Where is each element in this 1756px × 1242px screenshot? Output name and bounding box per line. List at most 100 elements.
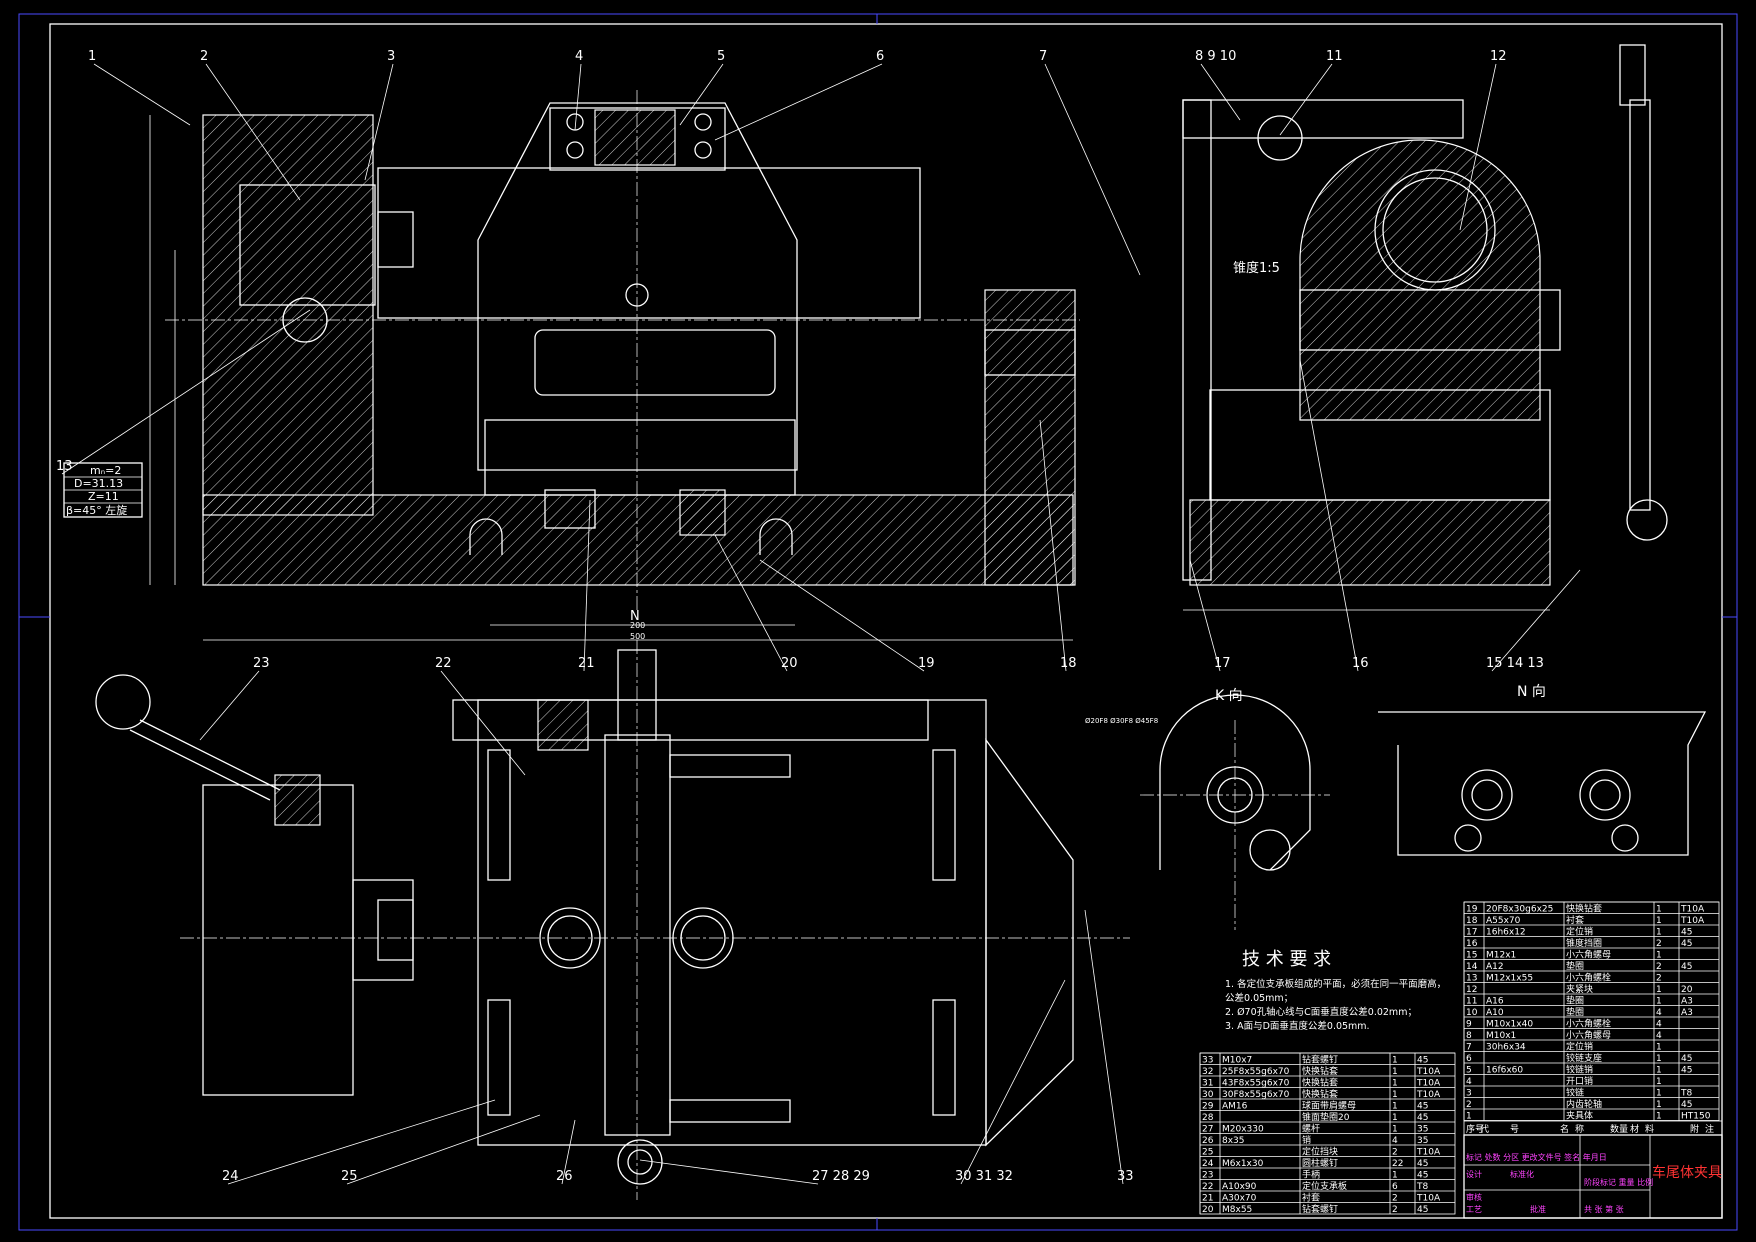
bom-cell: 1: [1656, 985, 1662, 995]
bom-header-cell: 注: [1705, 1123, 1714, 1135]
bom-cell: 20F8x30g6x25: [1486, 905, 1553, 915]
balloon-label: 2: [200, 49, 208, 64]
bom-cell: 18: [1466, 916, 1478, 926]
bom-cell: M10x7: [1222, 1056, 1252, 1066]
bom-cell: T8: [1416, 1182, 1428, 1192]
bom-cell: 6: [1392, 1182, 1398, 1192]
bom-cell: T10A: [1416, 1090, 1441, 1100]
bom-cell: M10x1: [1486, 1031, 1516, 1041]
bom-header-cell: 称: [1575, 1123, 1584, 1135]
part-balloon-4: 4: [574, 49, 583, 131]
bom-cell: 销: [1302, 1134, 1311, 1146]
svg-text:D=31.13: D=31.13: [74, 477, 123, 490]
balloon-label: 5: [717, 49, 725, 64]
bom-cell: 16: [1466, 939, 1478, 949]
bom-cell: 30F8x55g6x70: [1222, 1090, 1290, 1100]
svg-text:1. 各定位支承板组成的平面，必须在同一平面磨高，: 1. 各定位支承板组成的平面，必须在同一平面磨高，: [1225, 978, 1446, 990]
bom-header-row: 序号代号名称数量材料附注: [1463, 1120, 1723, 1136]
bom-cell: 26: [1202, 1136, 1214, 1146]
bom-cell: 45: [1417, 1056, 1428, 1066]
balloon-label: 22: [435, 656, 452, 671]
bom-cell: 1: [1392, 1056, 1398, 1066]
bom-cell: 30h6x34: [1486, 1043, 1526, 1053]
bom-cell: 9: [1466, 1020, 1472, 1030]
bom-cell: M8x55: [1222, 1205, 1252, 1215]
part-balloon-23: 26: [556, 1119, 576, 1185]
bom-cell: 1: [1656, 1100, 1662, 1110]
bom-cell: 2: [1656, 939, 1662, 949]
bom-header-cell: 序号: [1466, 1123, 1484, 1135]
bom-cell: 4: [1656, 1031, 1662, 1041]
bom-cell: 2: [1392, 1148, 1398, 1158]
bom-cell: 1: [1392, 1079, 1398, 1089]
balloon-label: 12: [1490, 49, 1507, 64]
bom-cell: 45: [1681, 962, 1692, 972]
k-view-dims: Ø20F8 Ø30F8 Ø45F8: [1085, 717, 1158, 725]
balloon-label: 26: [556, 1169, 573, 1184]
side-view: 锥度1:5: [1182, 44, 1668, 611]
bom-cell: A16: [1486, 997, 1504, 1007]
bom-cell: 1: [1392, 1090, 1398, 1100]
bom-cell: T10A: [1680, 905, 1705, 915]
balloon-label: 24: [222, 1169, 239, 1184]
bom-cell: 10: [1466, 1008, 1478, 1018]
bom-cell: 快换钻套: [1566, 903, 1602, 915]
bom-cell: 螺杆: [1302, 1123, 1320, 1135]
bom-cell: 45: [1681, 1066, 1692, 1076]
bom-cell: 衬套: [1566, 914, 1584, 926]
bom-cell: 45: [1417, 1205, 1428, 1215]
gear-spec-box: mₙ=2 D=31.13 Z=11 β=45° 左旋: [63, 462, 143, 518]
bom-cell: M10x1x40: [1486, 1020, 1533, 1030]
bom-cell: 1: [1656, 916, 1662, 926]
bom-cell: 2: [1466, 1100, 1472, 1110]
bom-cell: 圆柱螺钉: [1302, 1157, 1338, 1169]
svg-text:公差0.05mm；: 公差0.05mm；: [1225, 992, 1293, 1004]
bom-cell: 1: [1656, 1112, 1662, 1122]
bom-cell: 22: [1202, 1182, 1213, 1192]
balloon-label: 18: [1060, 656, 1077, 671]
balloon-label: 20: [781, 656, 798, 671]
bom-cell: 4: [1466, 1077, 1472, 1087]
part-balloon-17: 20: [714, 534, 798, 672]
bom-cell: 13: [1466, 974, 1477, 984]
part-balloon-14: 15 14 13: [1486, 569, 1581, 672]
tech-title: 技 术 要 求: [1242, 949, 1331, 970]
part-balloon-18: 21: [578, 499, 595, 672]
bom-cell: M12x1x55: [1486, 974, 1533, 984]
svg-text:Z=11: Z=11: [88, 490, 119, 503]
bom-cell: 1: [1392, 1125, 1398, 1135]
balloon-label: 6: [876, 49, 884, 64]
part-balloon-15: 18: [1039, 419, 1077, 672]
bom-cell: 5: [1466, 1066, 1472, 1076]
bom-cell: AM16: [1222, 1102, 1248, 1112]
bom-cell: 1: [1392, 1171, 1398, 1181]
revision-header: 标记 处数 分区 更改文件号 签名 年月日: [1466, 1152, 1607, 1162]
n-marker: N: [630, 609, 640, 624]
svg-text:审核: 审核: [1466, 1192, 1482, 1202]
bom-cell: 20: [1202, 1205, 1214, 1215]
bom-cell: 6: [1466, 1054, 1472, 1064]
bom-cell: 45: [1417, 1171, 1428, 1181]
bom-cell: 垫圈: [1566, 960, 1584, 972]
bom-cell: 17: [1466, 928, 1477, 938]
stage-header: 阶段标记 重量 比例: [1584, 1177, 1653, 1187]
bom-cell: 手柄: [1302, 1169, 1320, 1181]
part-balloon-19: 22: [435, 656, 526, 776]
bom-cell: 45: [1681, 939, 1692, 949]
part-balloon-6: 6: [714, 49, 884, 141]
part-balloon-10: 12: [1459, 49, 1507, 231]
balloon-label: 27 28 29: [812, 1169, 870, 1184]
svg-text:2. Ø70孔轴心线与C面垂直度公差0.02mm；: 2. Ø70孔轴心线与C面垂直度公差0.02mm；: [1225, 1006, 1417, 1018]
bom-cell: A10: [1486, 1008, 1504, 1018]
bom-cell: T10A: [1416, 1067, 1441, 1077]
bom-cell: 27: [1202, 1125, 1213, 1135]
bom-cell: 内齿轮轴: [1566, 1098, 1602, 1110]
bom-cell: 1: [1656, 951, 1662, 961]
bom-cell: A3: [1681, 997, 1693, 1007]
bom-cell: 垫圈: [1566, 1006, 1584, 1018]
bom-cell: 45: [1417, 1159, 1428, 1169]
sheet-count: 共 张 第 张: [1584, 1204, 1624, 1214]
part-balloon-5: 5: [679, 49, 725, 126]
